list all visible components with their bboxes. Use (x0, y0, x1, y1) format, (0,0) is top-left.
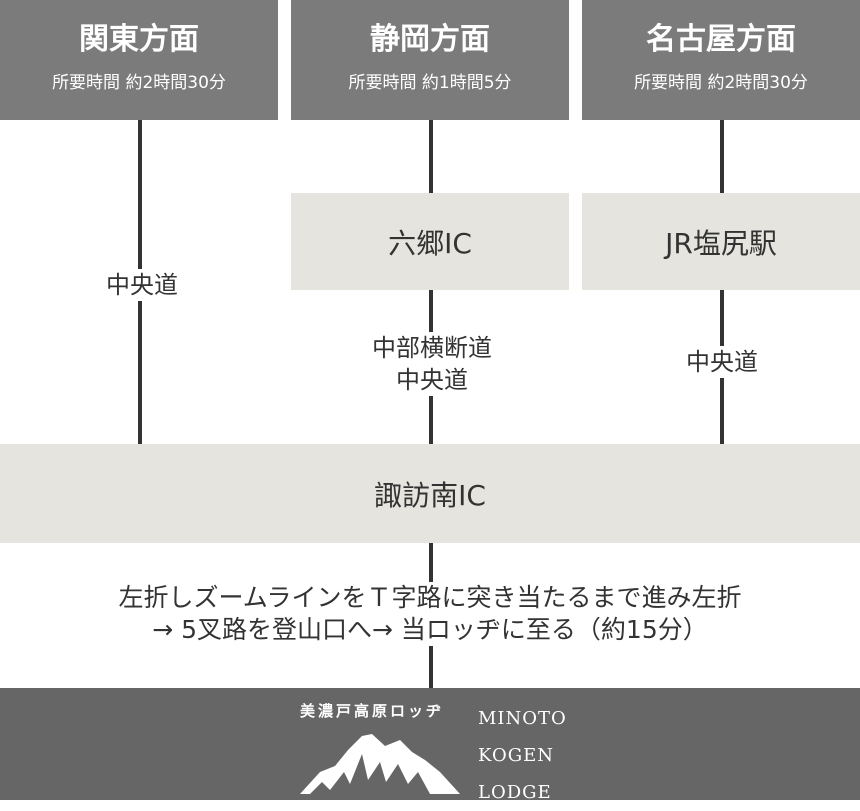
stop-rokugo-ic: 六郷IC (291, 193, 569, 290)
road-label-shizuoka: 中部横断道 中央道 (350, 332, 514, 396)
road-label-nagoya: 中央道 (670, 346, 774, 378)
stop-jr-shiojiri: JR塩尻駅 (582, 193, 860, 290)
logo-en: MINOTO KOGEN LODGE (478, 700, 567, 811)
header-title: 静岡方面 (370, 22, 490, 57)
header-time: 所要時間 約1時間5分 (348, 73, 512, 93)
junction-suwa-minami-ic: 諏訪南IC (0, 444, 860, 543)
footer-logo-area: 美濃戸高原ロッヂ MINOTO KOGEN LODGE (0, 688, 860, 803)
route-line-2: → 5叉路を登山口へ→ 当ロッヂに至る（約15分） (146, 614, 714, 646)
logo-en-line: MINOTO (478, 708, 567, 729)
header-time: 所要時間 約2時間30分 (634, 73, 808, 93)
header-title: 関東方面 (79, 22, 199, 57)
route-line-1: 左折しズームラインをＴ字路に突き当たるまで進み左折 (112, 582, 748, 614)
header-kanto: 関東方面 所要時間 約2時間30分 (0, 0, 278, 120)
road-label-kanto: 中央道 (90, 269, 194, 301)
road-label-line: 中部横断道 (372, 334, 492, 362)
header-nagoya: 名古屋方面 所要時間 約2時間30分 (582, 0, 860, 120)
header-shizuoka: 静岡方面 所要時間 約1時間5分 (291, 0, 569, 120)
logo-en-line: LODGE (478, 782, 552, 803)
road-label-line: 中央道 (396, 366, 468, 394)
mountain-icon (300, 734, 460, 794)
route-description: 左折しズームラインをＴ字路に突き当たるまで進み左折 → 5叉路を登山口へ→ 当ロ… (0, 582, 860, 646)
header-time: 所要時間 約2時間30分 (52, 73, 226, 93)
logo-en-line: KOGEN (478, 745, 554, 766)
logo-jp: 美濃戸高原ロッヂ (300, 702, 445, 720)
header-title: 名古屋方面 (646, 22, 796, 57)
